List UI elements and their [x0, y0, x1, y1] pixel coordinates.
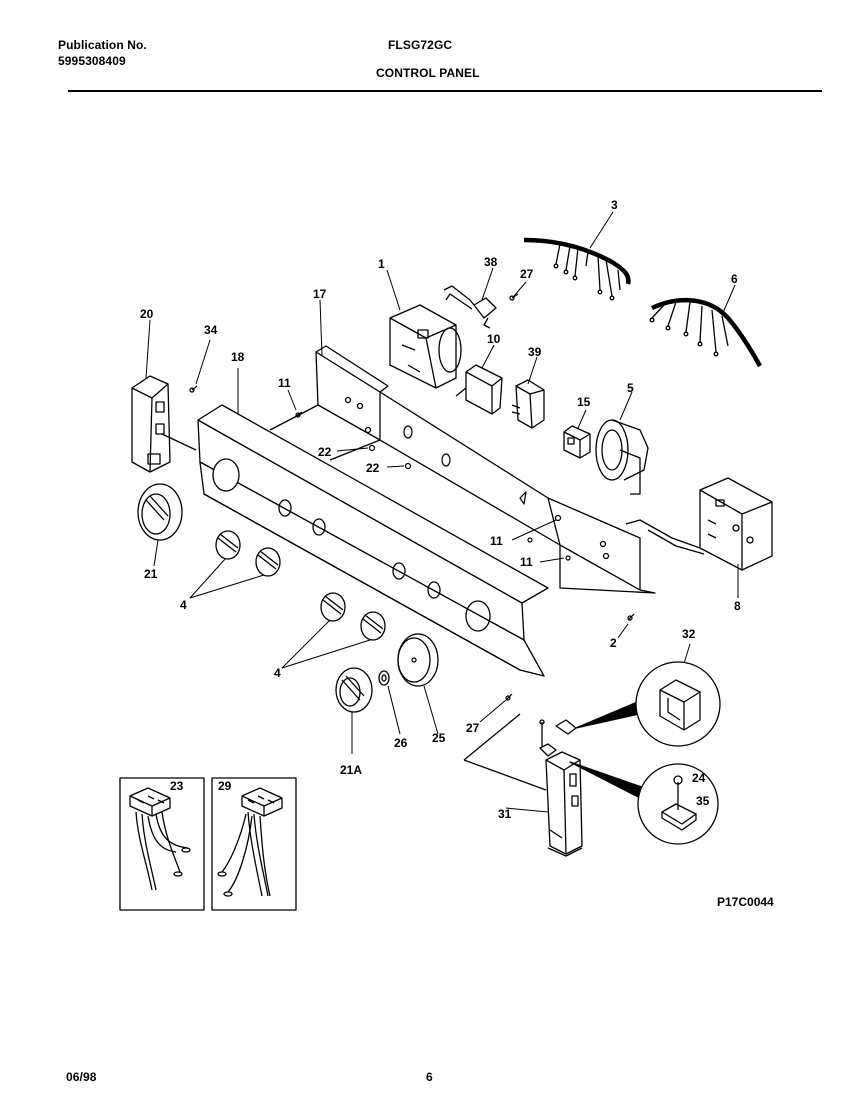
part-8-module: [625, 477, 773, 571]
callout-11-c: 11: [520, 555, 533, 569]
callout-32: 32: [682, 627, 696, 641]
callout-1: 1: [378, 257, 385, 271]
callout-27-top: 27: [520, 267, 534, 281]
callout-17: 17: [313, 287, 327, 301]
callout-10: 10: [487, 332, 501, 346]
callout-24: 24: [692, 771, 706, 785]
callout-39: 39: [528, 345, 542, 359]
fasteners: [189, 293, 635, 701]
callout-3: 3: [611, 198, 618, 212]
washer-26: [378, 670, 390, 686]
callout-labels: 3 6 1 38 27 17 20 34 18 11 10 39 15 5 22…: [140, 198, 774, 909]
publication-label: Publication No.: [58, 38, 147, 52]
callout-4-b: 4: [274, 666, 281, 680]
part-20-bracket: [131, 375, 197, 473]
callout-21a: 21A: [340, 763, 362, 777]
timer: [389, 304, 462, 389]
wire-harness-6: [649, 297, 762, 368]
callout-26: 26: [394, 736, 408, 750]
part-38-switch: [443, 285, 497, 329]
callout-35: 35: [696, 794, 710, 808]
page-number: 6: [426, 1070, 433, 1084]
part-5-selector: [595, 419, 649, 495]
callout-22-b: 22: [366, 461, 380, 475]
callout-25: 25: [432, 731, 446, 745]
detail-bracket-31: [463, 713, 583, 857]
publication-number: 5995308409: [58, 54, 126, 68]
knob-21: [137, 483, 183, 541]
header-rule: [68, 90, 822, 92]
callout-22-a: 22: [318, 445, 332, 459]
callout-20: 20: [140, 307, 154, 321]
inset-box-29: [211, 777, 297, 911]
knob-4-1: [215, 530, 241, 560]
part-15-switch: [563, 425, 591, 459]
part-10-switch: [455, 364, 503, 415]
callout-31: 31: [498, 807, 512, 821]
callout-4-a: 4: [180, 598, 187, 612]
inset-box-23: [119, 777, 205, 911]
callout-27-bottom: 27: [466, 721, 480, 735]
callout-34: 34: [204, 323, 218, 337]
callout-6: 6: [731, 272, 738, 286]
knob-21a: [335, 667, 373, 713]
dial-25: [397, 633, 439, 687]
callout-38: 38: [484, 255, 498, 269]
callout-15: 15: [577, 395, 591, 409]
detail-circle-35: [637, 763, 719, 845]
callout-23: 23: [170, 779, 184, 793]
callout-8: 8: [734, 599, 741, 613]
callout-18: 18: [231, 350, 245, 364]
knob-4-4: [360, 611, 386, 641]
part-39-switch: [511, 379, 545, 429]
callout-5: 5: [627, 381, 634, 395]
callout-11-b: 11: [490, 534, 503, 548]
footer-date: 06/98: [66, 1070, 97, 1084]
zoom-wedge-35: [569, 761, 651, 801]
rear-bracket: [269, 345, 656, 594]
console-panel: [197, 404, 549, 677]
knob-4-3: [320, 592, 346, 622]
callout-29: 29: [218, 779, 232, 793]
callout-2: 2: [610, 636, 617, 650]
model-number: FLSG72GC: [388, 38, 453, 52]
detail-circle-32: [635, 661, 721, 747]
leader-lines: [145, 211, 739, 813]
section-title: CONTROL PANEL: [376, 66, 480, 80]
callout-11-a: 11: [278, 376, 291, 390]
figure-code: P17C0044: [717, 895, 774, 909]
knob-4-2: [255, 547, 281, 577]
wire-harness-3: [523, 237, 631, 301]
callout-21: 21: [144, 567, 158, 581]
